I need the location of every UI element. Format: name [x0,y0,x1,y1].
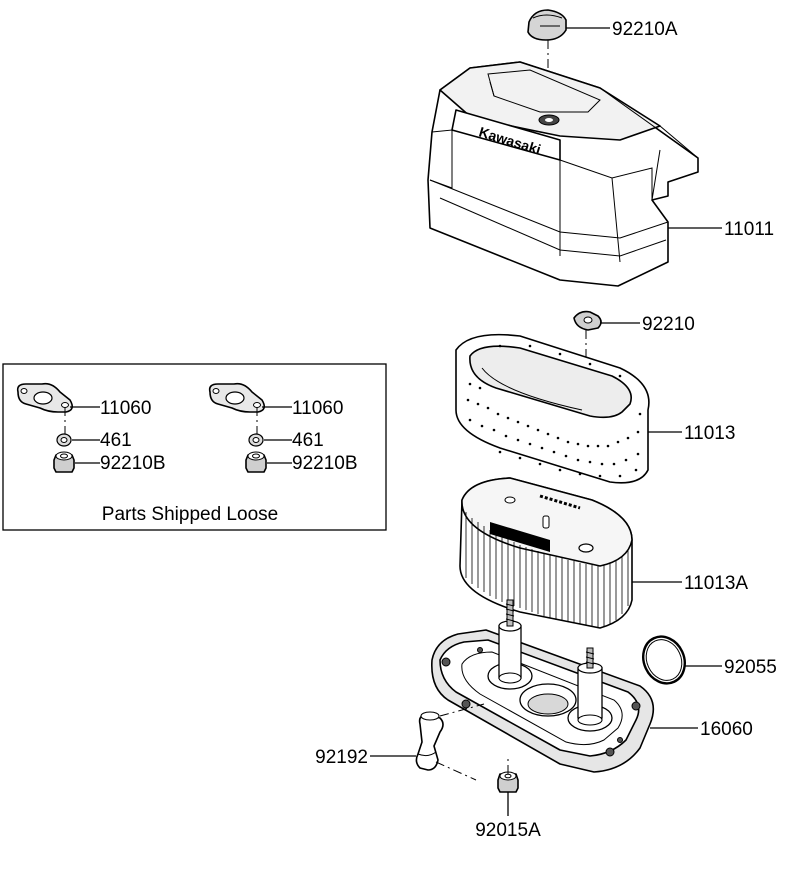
pre-cleaner-sleeve: 11013 [455,333,735,484]
washer-left [56,433,72,447]
label-11013A: 11013A [684,573,748,594]
label-92210A: 92210A [612,19,678,40]
label-92192: 92192 [315,747,368,768]
washer-right [248,433,264,447]
label-11011: 11011 [724,219,774,240]
nut-right [245,451,267,473]
label-11060-left: 11060 [100,398,151,419]
label-461-right: 461 [292,430,324,451]
breather-hose: 92192 [315,703,485,781]
loose-parts-caption: Parts Shipped Loose [102,504,278,525]
label-11013: 11013 [684,423,735,444]
loose-kit-left: 11060 461 92210B [16,382,166,474]
air-cleaner-base: 16060 [431,599,753,773]
label-92015A: 92015A [475,820,541,841]
label-92210B-left: 92210B [100,453,166,474]
pre-cleaner-perforations [466,344,642,478]
air-cleaner-cover: Kawasaki 11011 [427,61,774,287]
base-nut: 92015A [475,756,541,841]
top-cap-nut: 92210A [527,9,678,41]
label-92055: 92055 [724,657,777,678]
loose-kit-right: 11060 461 92210B [208,382,358,474]
cover-nut: 92210 [573,310,695,335]
label-92210B-right: 92210B [292,453,358,474]
base-post-right [577,647,603,726]
o-ring: 92055 [642,635,777,685]
label-11060-right: 11060 [292,398,343,419]
base-post-left [498,599,522,684]
parts-shipped-loose-box: 11060 461 92210B 11060 461 [2,363,387,531]
filter-pleats [465,512,629,627]
label-92210: 92210 [642,314,695,335]
label-16060: 16060 [700,719,753,740]
nut-left [53,451,75,473]
label-461-left: 461 [100,430,132,451]
filter-element: 11013A [459,477,748,629]
